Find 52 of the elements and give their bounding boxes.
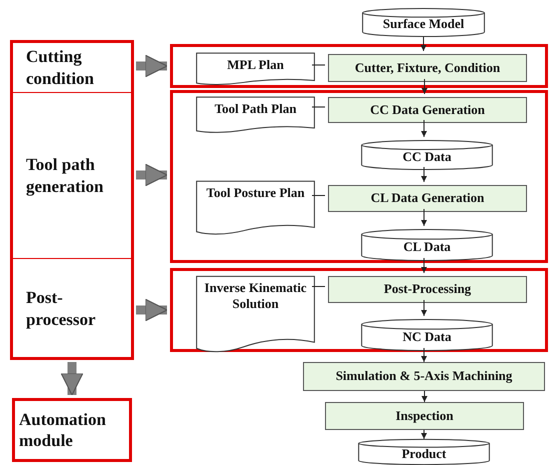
- node-label: Cutting condition: [26, 46, 96, 89]
- node-label: Inverse Kinematic Solution: [203, 280, 308, 312]
- node-label: CC Data: [402, 148, 452, 166]
- group-frame: [170, 268, 548, 352]
- data-cylinder: [362, 8, 485, 37]
- data-cylinder: [361, 140, 493, 170]
- node-label: MPL Plan: [226, 57, 285, 74]
- document-shape: [196, 53, 315, 85]
- document-shape: [196, 181, 315, 235]
- arrow: [421, 258, 427, 274]
- document-shape: [196, 97, 315, 133]
- process-box: [328, 54, 527, 82]
- block-arrow: [136, 164, 168, 186]
- block-arrow: [136, 298, 168, 322]
- node-label: CL Data Generation: [370, 190, 486, 207]
- node-label: Tool Path Plan: [214, 101, 298, 118]
- arrow: [421, 120, 427, 138]
- node-label: Post-Processing: [382, 281, 472, 298]
- node-label: CL Data: [402, 238, 452, 256]
- arrow: [421, 430, 427, 440]
- node-label: Product: [400, 446, 448, 462]
- node-label: Automation module: [19, 408, 107, 452]
- arrow: [421, 166, 427, 182]
- data-cylinder: [358, 439, 490, 465]
- block-arrow: [136, 54, 168, 78]
- node-label: NC Data: [402, 328, 452, 346]
- data-cylinder: [361, 319, 493, 351]
- process-box: [328, 97, 527, 123]
- group-frame: [170, 44, 548, 88]
- process-box: [328, 276, 527, 303]
- node-label: Cutter, Fixture, Condition: [354, 60, 502, 76]
- node-label: Simulation & 5-Axis Machining: [334, 368, 514, 385]
- node-label: Inspection: [394, 408, 454, 424]
- process-box: [328, 185, 527, 212]
- node-label: Tool Posture Plan: [205, 185, 306, 202]
- document-shape: [196, 276, 315, 353]
- arrow: [422, 78, 428, 94]
- arrow: [421, 300, 427, 316]
- node-label: Surface Model: [382, 16, 466, 33]
- arrow: [420, 36, 426, 52]
- node-label: Post- processor: [26, 287, 97, 330]
- arrow: [421, 208, 427, 226]
- node-label: CC Data Generation: [369, 102, 486, 118]
- process-box: [303, 362, 545, 391]
- process-box: [325, 402, 524, 430]
- module-box: [12, 398, 132, 462]
- block-arrow: [60, 362, 84, 396]
- data-cylinder: [361, 229, 493, 261]
- node-label: Tool path generation: [26, 154, 104, 197]
- arrow: [422, 390, 428, 402]
- group-frame: [170, 90, 548, 263]
- arrow: [421, 348, 427, 362]
